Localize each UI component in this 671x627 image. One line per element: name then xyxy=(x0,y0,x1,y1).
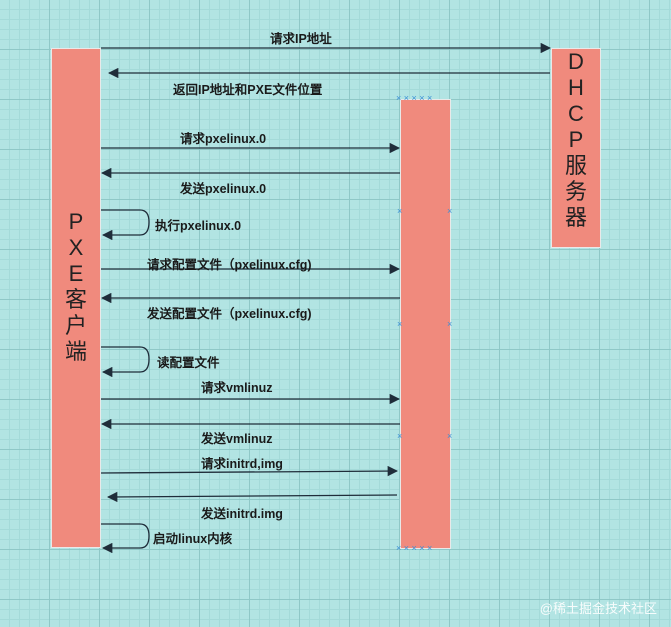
msg-request-ip: 请求IP地址 xyxy=(270,32,332,46)
arrow-read-cfg xyxy=(101,346,150,378)
msg-send-cfg: 发送配置文件（pxelinux.cfg) xyxy=(147,307,312,321)
arrow-request-initrd xyxy=(100,465,399,477)
client-label-char: P xyxy=(68,209,84,234)
msg-send-vmlinuz: 发送vmlinuz xyxy=(201,432,273,446)
msg-read-cfg: 读配置文件 xyxy=(157,356,220,370)
watermark: @稀土掘金技术社区 xyxy=(539,601,657,616)
selection-handle: × xyxy=(397,431,403,441)
client-label-char: 客 xyxy=(64,287,87,312)
selection-handle: × xyxy=(447,319,453,329)
selection-handle: × xyxy=(447,206,453,216)
msg-return-ip: 返回IP地址和PXE文件位置 xyxy=(173,83,323,97)
dhcp-label-char: D xyxy=(568,49,584,74)
dhcp-label-char: P xyxy=(568,127,584,152)
msg-request-pxelinux: 请求pxelinux.0 xyxy=(180,132,267,146)
msg-send-initrd: 发送initrd.img xyxy=(201,507,283,521)
selection-handle: × × × × × xyxy=(396,93,433,103)
dhcp-server-label: D H C P 服 务 器 xyxy=(552,49,600,231)
arrow-send-initrd xyxy=(106,491,398,503)
arrow-boot-kernel xyxy=(101,523,150,554)
selection-handle: × xyxy=(397,319,403,329)
selection-handle: × × × × × xyxy=(396,543,433,553)
pxe-client-lifeline: P X E 客 户 端 xyxy=(51,48,101,548)
msg-send-pxelinux: 发送pxelinux.0 xyxy=(180,182,267,196)
dhcp-label-char: C xyxy=(568,101,584,126)
msg-request-initrd: 请求initrd,img xyxy=(201,457,283,471)
selection-handle: × xyxy=(447,431,453,441)
client-label-char: 户 xyxy=(64,313,87,338)
tftp-server-lifeline xyxy=(400,99,451,549)
pxe-client-label: P X E 客 户 端 xyxy=(52,209,100,365)
msg-request-cfg: 请求配置文件（pxelinux.cfg) xyxy=(147,258,312,272)
dhcp-server-lifeline: D H C P 服 务 器 xyxy=(551,48,601,248)
selection-handle: × xyxy=(397,206,403,216)
dhcp-label-char: 务 xyxy=(564,179,587,204)
client-label-char: E xyxy=(68,261,84,286)
dhcp-label-char: 服 xyxy=(564,153,587,178)
dhcp-label-char: H xyxy=(568,75,584,100)
msg-boot-kernel: 启动linux内核 xyxy=(153,532,233,546)
msg-request-vmlinuz: 请求vmlinuz xyxy=(201,381,273,395)
msg-exec-pxelinux: 执行pxelinux.0 xyxy=(155,219,242,233)
dhcp-label-char: 器 xyxy=(564,205,587,230)
client-label-char: 端 xyxy=(64,339,87,364)
arrow-exec-pxelinux xyxy=(101,209,150,241)
client-label-char: X xyxy=(68,235,84,260)
